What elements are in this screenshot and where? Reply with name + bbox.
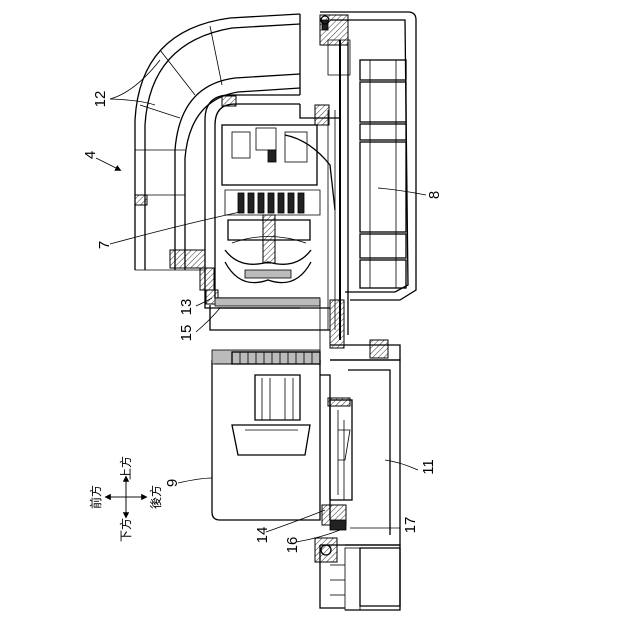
dust-container bbox=[212, 350, 320, 520]
label-14: 14 bbox=[254, 527, 271, 544]
direction-front-label: 前方 bbox=[88, 485, 103, 509]
label-7: 7 bbox=[96, 241, 113, 249]
label-13: 13 bbox=[178, 299, 195, 316]
direction-up-label: 上方 bbox=[118, 456, 133, 480]
label-15: 15 bbox=[178, 325, 195, 342]
label-12: 12 bbox=[92, 91, 109, 108]
label-8: 8 bbox=[426, 191, 443, 199]
label-17: 17 bbox=[402, 517, 419, 534]
direction-down-label: 下方 bbox=[118, 518, 133, 542]
label-16: 16 bbox=[284, 537, 301, 554]
label-11: 11 bbox=[420, 459, 437, 475]
reference-labels: 12 4 7 8 13 15 9 11 14 16 17 bbox=[82, 91, 443, 554]
motor-coil bbox=[238, 193, 304, 213]
direction-indicator: 上方 下方 前方 後方 bbox=[88, 456, 163, 542]
label-9: 9 bbox=[164, 479, 181, 487]
direction-rear-label: 後方 bbox=[148, 485, 163, 509]
battery-pack bbox=[315, 12, 416, 340]
electric-blower-motor bbox=[222, 125, 335, 283]
handle bbox=[315, 360, 400, 562]
label-4: 4 bbox=[82, 151, 99, 159]
